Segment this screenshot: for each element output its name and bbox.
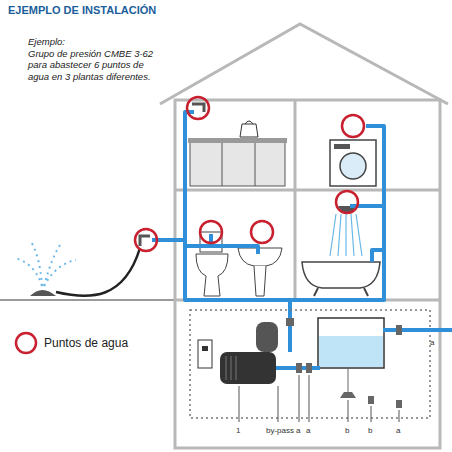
callout-label: by-pass	[266, 426, 294, 436]
water-pipes	[152, 112, 384, 345]
control-display	[202, 346, 208, 351]
legend-symbol	[14, 331, 38, 355]
basement-pipes	[276, 330, 452, 368]
float-line	[348, 368, 349, 392]
callout-letter: a	[296, 426, 300, 436]
shower-water	[330, 214, 362, 256]
pump-group-area	[190, 310, 430, 418]
diagram-title: EJEMPLO DE INSTALACIÓN	[8, 4, 156, 17]
sprinkler-spray	[14, 240, 76, 286]
water-point-marker	[135, 97, 364, 251]
counter-top	[188, 138, 287, 143]
floor	[175, 189, 440, 192]
faucet	[192, 104, 204, 112]
note-text: Ejemplo:	[28, 36, 153, 47]
tub-foot	[364, 288, 368, 296]
washing-machine	[330, 140, 376, 186]
garden-hose	[56, 248, 140, 296]
kettle-handle	[245, 121, 253, 124]
kitchen-counter	[190, 142, 285, 186]
legend-item: Puntos de agua	[14, 331, 128, 355]
kettle	[240, 124, 258, 137]
cabinet-line	[255, 143, 256, 186]
callout-letter: a	[396, 426, 400, 436]
pump	[220, 352, 276, 384]
cabinet-line	[222, 143, 223, 186]
house-wall	[175, 100, 440, 448]
water-point-marker	[16, 333, 36, 353]
ground-line	[0, 299, 175, 301]
valve	[286, 318, 402, 373]
callout-letter: b	[368, 426, 372, 436]
sink-pedestal	[254, 266, 266, 296]
callout-letter: a	[430, 338, 434, 348]
callout-letter: a	[306, 426, 310, 436]
inner-wall	[294, 100, 297, 300]
leader-line	[239, 375, 399, 422]
roof	[160, 24, 448, 104]
faucet	[140, 236, 150, 246]
toilet-bowl	[196, 254, 228, 296]
valve	[396, 400, 402, 408]
note-text: Grupo de presión CMBE 3-62 para abastece…	[28, 48, 154, 82]
level-sensor	[368, 396, 374, 404]
pressure-vessel	[256, 322, 278, 352]
legend-text: Puntos de agua	[44, 336, 128, 350]
water-tank	[318, 318, 384, 368]
bathtub	[302, 262, 380, 288]
washer-panel	[334, 144, 350, 149]
washer-door	[340, 153, 366, 179]
control-box	[198, 340, 212, 368]
tub-foot	[314, 288, 318, 296]
pump-fins	[226, 356, 236, 380]
callout-number: 1	[236, 426, 240, 436]
tank-water	[319, 336, 383, 367]
sprinkler	[30, 290, 56, 296]
callout-letter: b	[345, 426, 349, 436]
float-switch	[340, 392, 356, 398]
